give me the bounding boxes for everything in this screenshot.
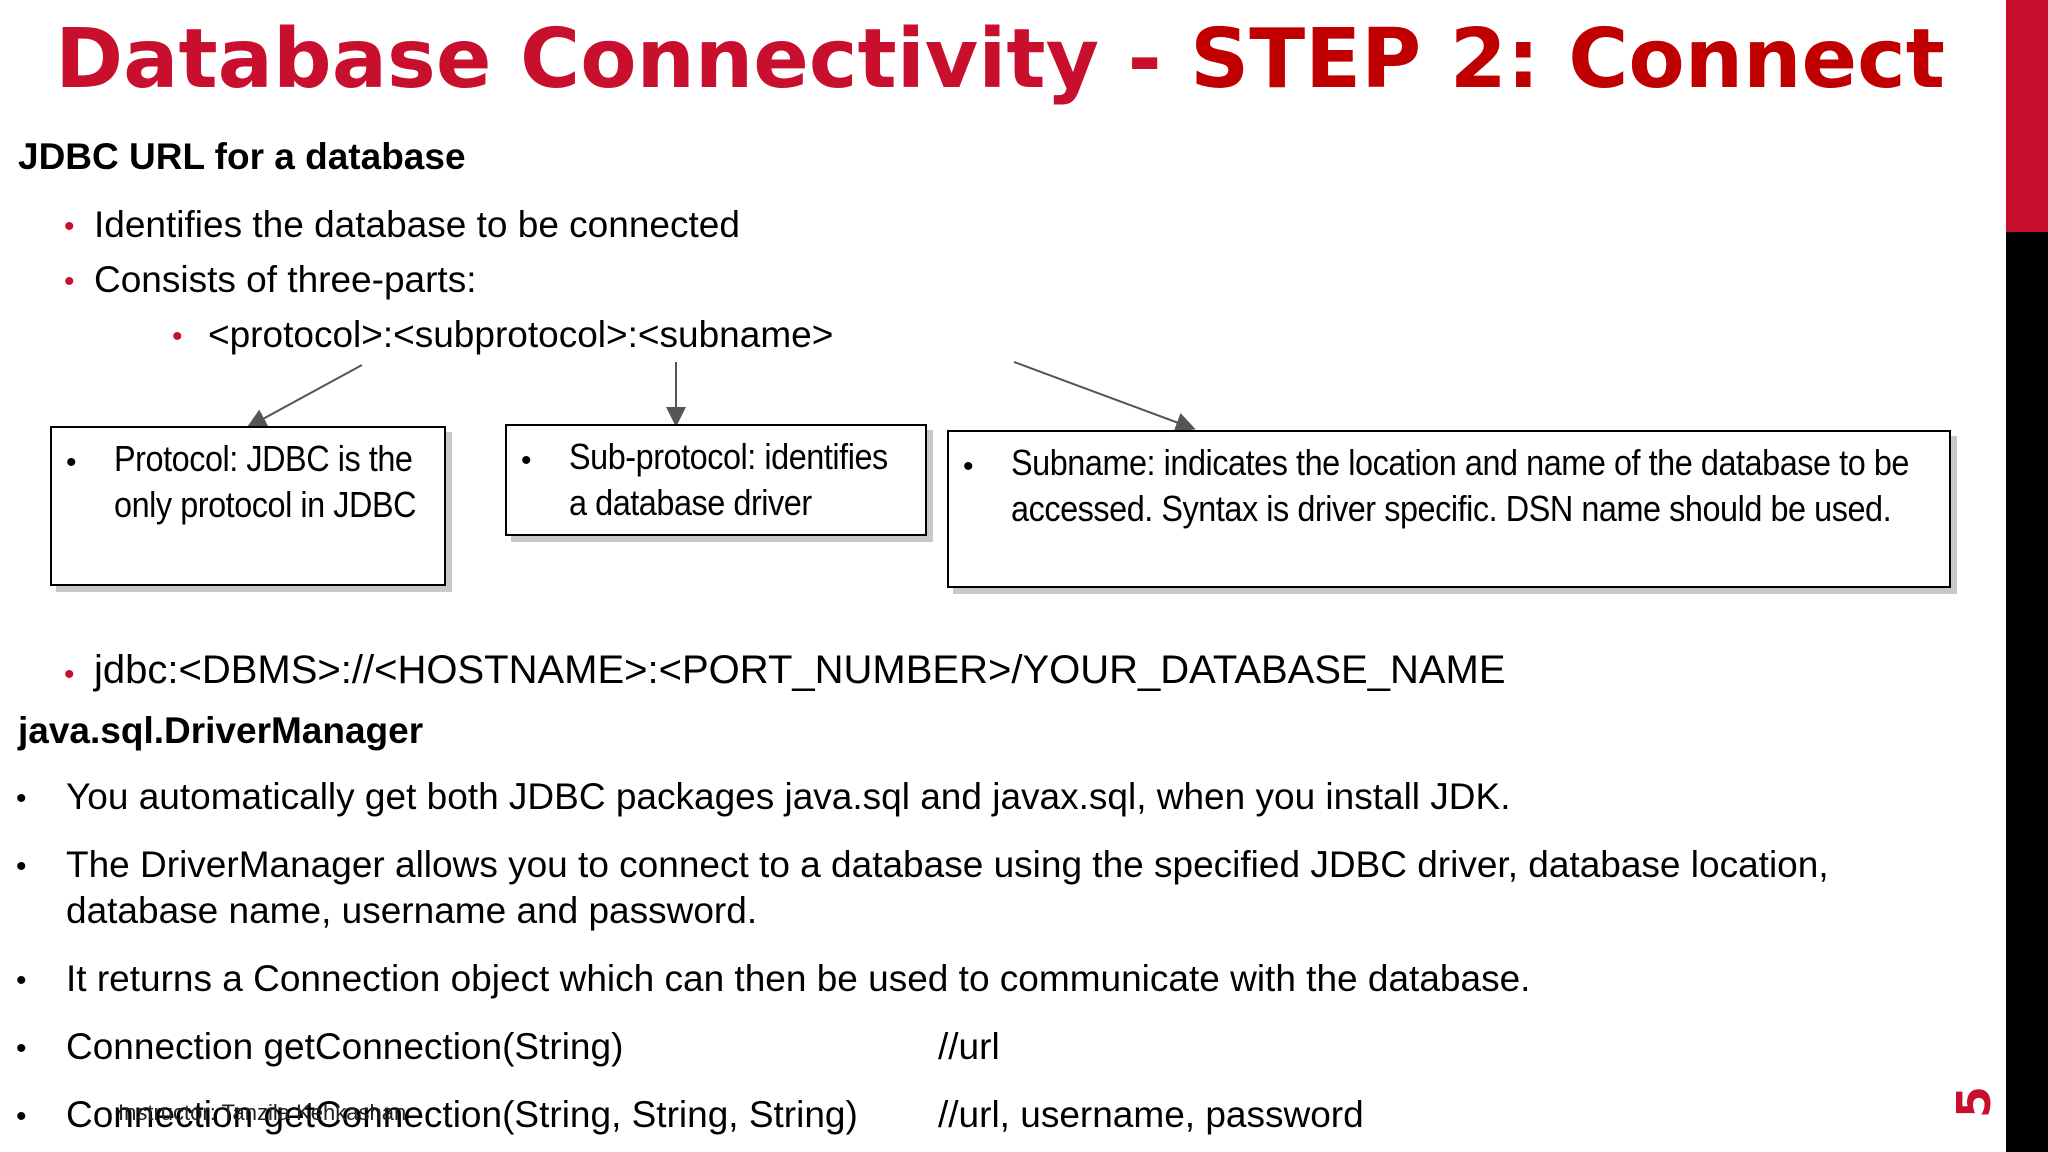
footer-instructor: Instructor: Tanzila Kehkashan [118,1100,407,1125]
bullet-jdk-packages: You automatically get both JDBC packages… [66,776,1511,817]
protocol-line-2: only protocol in JDBC [114,484,417,525]
method-signature-2: Connection getConnection(String, String,… [66,1094,858,1135]
jdbc-url-heading: JDBC URL for a database [18,136,466,177]
bullet-dot: • [963,450,974,483]
subprotocol-line-2: a database driver [569,482,812,523]
bullet-dot: • [16,1032,27,1065]
method-comment-1: //url [938,1026,1000,1067]
bullet-dot: • [16,1100,27,1133]
subprotocol-box: • Sub-protocol: identifies a database dr… [505,424,927,536]
subname-box: • Subname: indicates the location and na… [947,430,1951,588]
driver-manager-heading: java.sql.DriverManager [18,710,424,751]
bullet-dot: • [64,265,75,298]
side-accent-bar [2006,0,2048,232]
subname-text: Subname: indicates the location and name… [1011,440,1939,532]
arrow-protocol [246,364,363,428]
bullet-identifies: Identifies the database to be connected [94,204,740,245]
bullet-dot: • [521,444,532,477]
title-part-1: Database Connectivity - [55,12,1191,107]
bullet-dot: • [16,782,27,815]
bullet-dot: • [16,850,27,883]
subname-line-1: Subname: indicates the location and name… [1011,442,1909,483]
bullet-drivermanager-line1: The DriverManager allows you to connect … [66,844,1829,885]
method-comment-2: //url, username, password [938,1094,1364,1135]
bullet-dot: • [64,658,75,691]
title-part-2: STEP 2: Connect [1190,12,1945,107]
subprotocol-line-1: Sub-protocol: identifies [569,436,888,477]
url-parts-syntax: <protocol>:<subprotocol>:<subname> [208,314,834,355]
bullet-dot: • [66,446,77,479]
subprotocol-text: Sub-protocol: identifies a database driv… [569,434,915,526]
bullet-returns-connection: It returns a Connection object which can… [66,958,1531,999]
arrow-subname [1013,361,1196,432]
bullet-dot: • [172,320,183,353]
protocol-box: • Protocol: JDBC is the only protocol in… [50,426,446,586]
bullet-drivermanager-line2: database name, username and password. [66,890,758,931]
protocol-text: Protocol: JDBC is the only protocol in J… [114,436,434,528]
subname-line-2: accessed. Syntax is driver specific. DSN… [1011,488,1892,529]
side-dark-bar [2006,232,2048,1152]
page-title: Database Connectivity - STEP 2: Connect [0,12,2000,107]
bullet-dot: • [64,210,75,243]
bullet-three-parts: Consists of three-parts: [94,259,477,300]
method-signature-1: Connection getConnection(String) [66,1026,624,1067]
jdbc-url-format: jdbc:<DBMS>://<HOSTNAME>:<PORT_NUMBER>/Y… [94,648,1506,692]
protocol-line-1: Protocol: JDBC is the [114,438,413,479]
bullet-dot: • [16,964,27,997]
page-number: 5 [1946,1085,2001,1119]
